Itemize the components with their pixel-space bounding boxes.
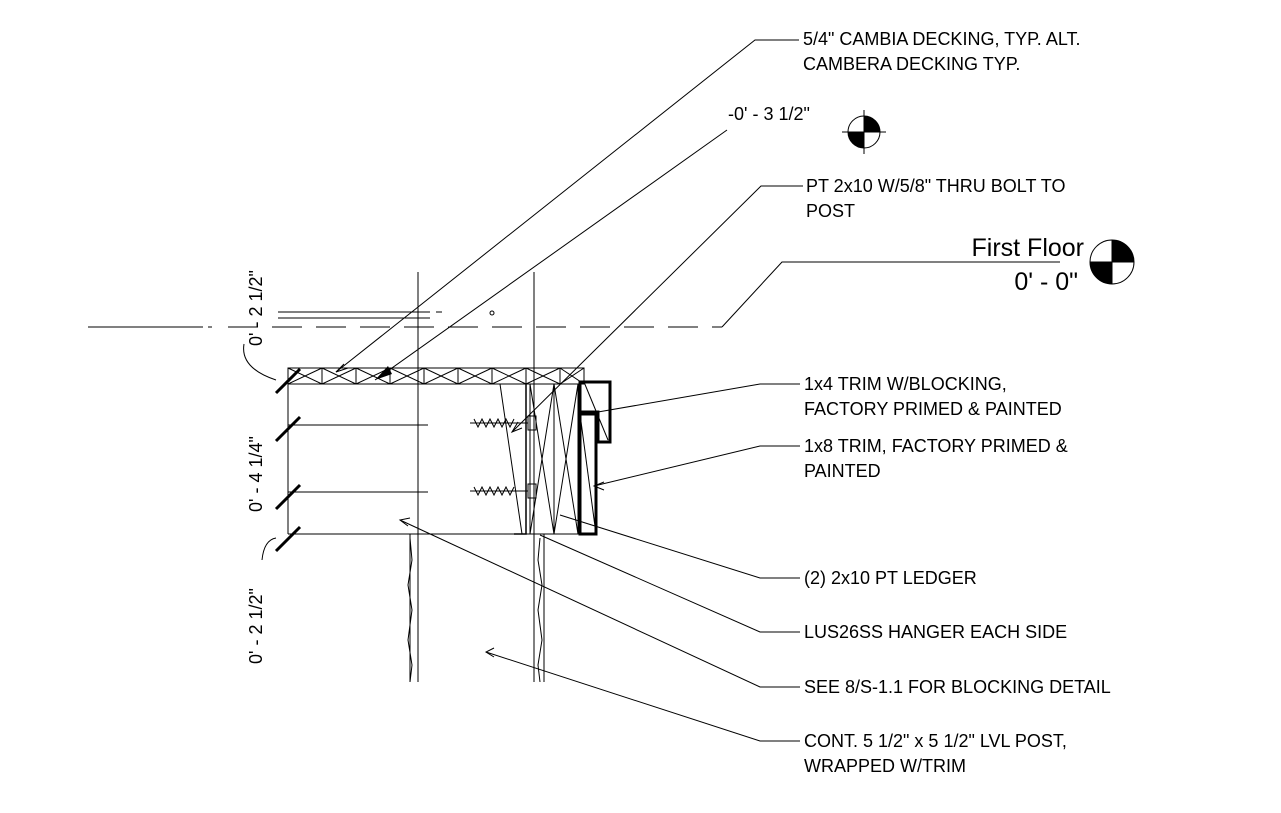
note-trim-1x4: 1x4 TRIM W/BLOCKING, FACTORY PRIMED & PA… [804,374,1062,419]
note-blocking-line-1: SEE 8/S-1.1 FOR BLOCKING DETAIL [804,677,1111,697]
note-trim-1x8-line-2: PAINTED [804,461,881,481]
level-deck-value: -0' - 3 1/2" [728,104,810,124]
decking-row [287,367,585,385]
level-target-icon [1112,240,1134,262]
note-ledger: (2) 2x10 PT LEDGER [804,568,977,588]
dim-middle: 0' - 4 1/4" [246,436,266,512]
note-trim-1x4-line-2: FACTORY PRIMED & PAINTED [804,399,1062,419]
dim-top: 0' - 2 1/2" [246,270,266,346]
note-hanger-line-1: LUS26SS HANGER EACH SIDE [804,622,1067,642]
rim-ledger-assembly [470,383,579,535]
note-ledger-line-1: (2) 2x10 PT LEDGER [804,568,977,588]
note-blocking: SEE 8/S-1.1 FOR BLOCKING DETAIL [804,677,1111,697]
note-trim-1x8-line-1: 1x8 TRIM, FACTORY PRIMED & [804,436,1068,456]
dim-bottom-text: 0' - 2 1/2" [246,588,266,664]
note-decking-line-2: CAMBERA DECKING TYP. [803,54,1020,74]
joist-body [287,384,515,535]
note-rim-joist-line-2: POST [806,201,855,221]
dim-bottom: 0' - 2 1/2" [246,588,266,664]
note-rim-joist: PT 2x10 W/5/8" THRU BOLT TO POST [806,176,1065,221]
dimension-string [243,343,302,561]
level-marker-first-floor: First Floor 0' - 0" [972,234,1135,296]
note-trim-1x8: 1x8 TRIM, FACTORY PRIMED & PAINTED [804,436,1068,481]
note-decking: 5/4" CAMBIA DECKING, TYP. ALT. CAMBERA D… [803,29,1081,74]
note-decking-line-1: 5/4" CAMBIA DECKING, TYP. ALT. [803,29,1081,49]
note-hanger: LUS26SS HANGER EACH SIDE [804,622,1067,642]
dim-top-text: 0' - 2 1/2" [246,270,266,346]
note-post-line-1: CONT. 5 1/2" x 5 1/2" LVL POST, [804,731,1067,751]
level-marker-deck: -0' - 3 1/2" [728,104,886,154]
level-first-floor-name: First Floor [972,234,1085,262]
level-first-floor-value: 0' - 0" [1014,268,1078,296]
leader-lines [335,39,1060,742]
trim-boards [578,380,612,536]
post-lines [407,272,545,683]
dim-middle-text: 0' - 4 1/4" [246,436,266,512]
note-post-line-2: WRAPPED W/TRIM [804,756,966,776]
note-rim-joist-line-1: PT 2x10 W/5/8" THRU BOLT TO [806,176,1065,196]
note-post: CONT. 5 1/2" x 5 1/2" LVL POST, WRAPPED … [804,731,1067,776]
note-trim-1x4-line-1: 1x4 TRIM W/BLOCKING, [804,374,1007,394]
level-target-icon [864,116,880,132]
